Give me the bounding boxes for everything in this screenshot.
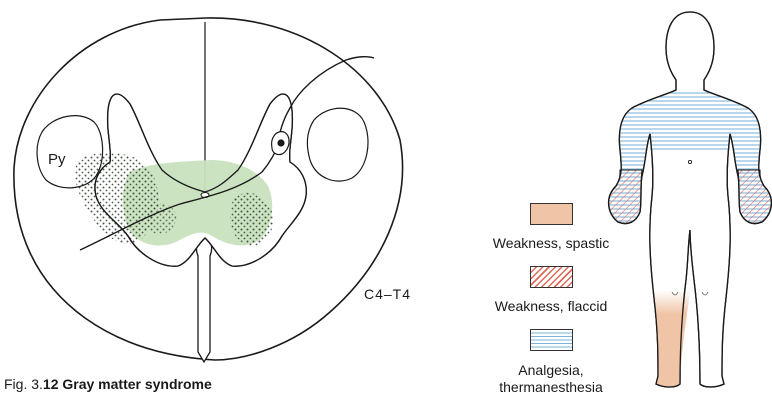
level-label: C4–T4 [364, 286, 411, 302]
legend-label-spastic: Weakness, spastic [471, 235, 631, 252]
left-leg-spastic [654, 290, 690, 387]
legend-label-analgesia-line2: thermanesthesia [471, 379, 631, 396]
legend-label-analgesia: Analgesia, thermanesthesia [471, 362, 631, 396]
anterior-fissure [196, 236, 211, 362]
legend-label-flaccid: Weakness, flaccid [471, 298, 631, 315]
spinal-cord-section [14, 18, 403, 362]
legend-swatch-analgesia [530, 329, 573, 351]
legend-swatch-spastic [530, 203, 573, 225]
neuron-body [277, 139, 284, 146]
legend-swatch-flaccid [530, 266, 573, 288]
caption-title: 12 Gray matter syndrome [43, 376, 212, 392]
figure-caption: Fig. 3.12 Gray matter syndrome [4, 376, 212, 392]
caption-prefix: Fig. 3. [4, 376, 43, 392]
body-figure [609, 12, 772, 387]
legend-label-analgesia-line1: Analgesia, [471, 362, 631, 379]
tract-label-py: Py [48, 152, 66, 168]
